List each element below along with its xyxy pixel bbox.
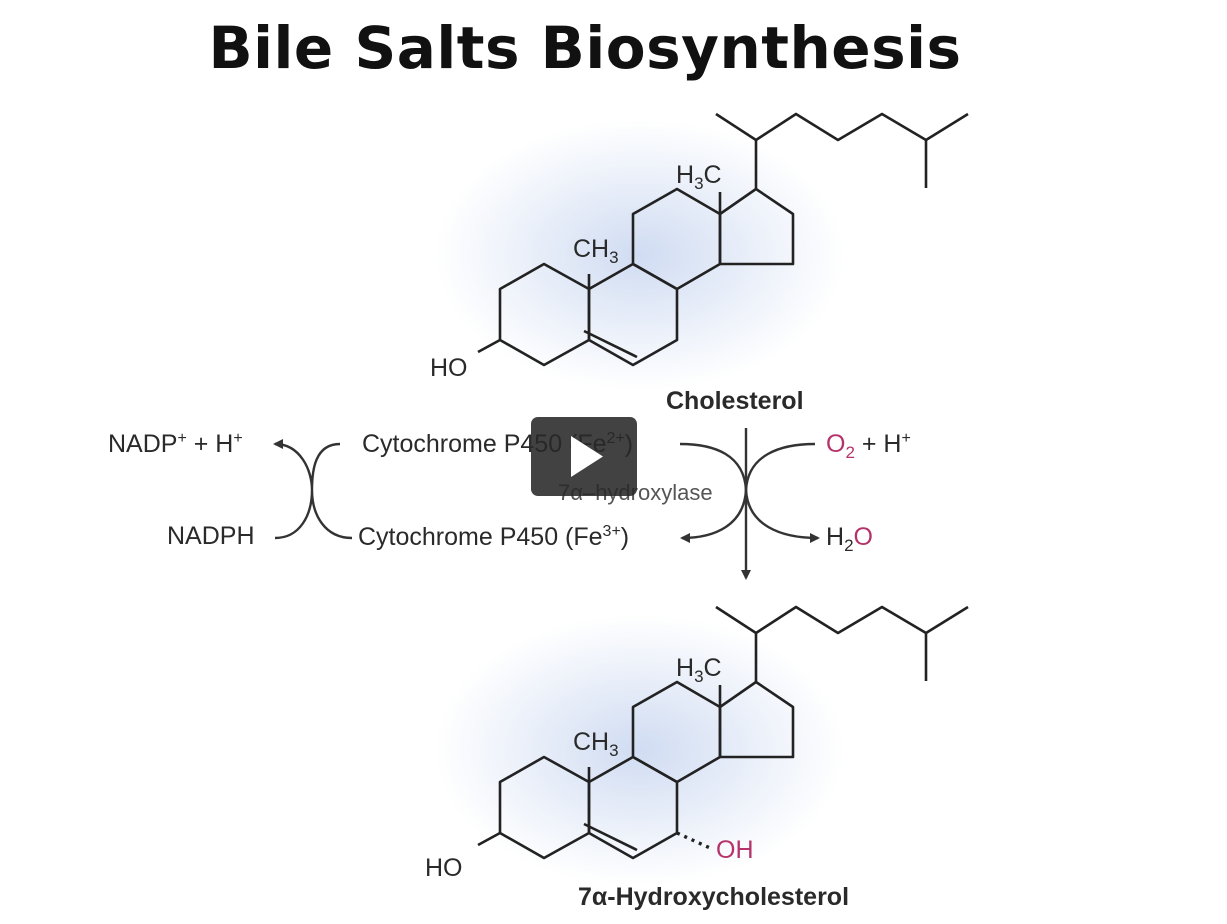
methyl-top-c: C xyxy=(703,161,722,189)
hydroxy-ho-label: HO xyxy=(425,854,463,882)
o2-h-sup: + xyxy=(901,430,911,447)
o2-plus-h: + H xyxy=(854,430,902,458)
methyl-mid-sub: 3 xyxy=(609,248,619,267)
cyt-fe3-sup: 3+ xyxy=(602,523,621,540)
cyt-fe3-main: Cytochrome P450 (Fe xyxy=(358,523,603,551)
hydroxy-methyl-mid-ch: CH xyxy=(573,728,610,756)
h2o-sub: 2 xyxy=(844,536,854,555)
hydroxy-methyl-top-h: H xyxy=(676,654,695,682)
o2-label: O2 + H+ xyxy=(826,430,911,462)
cyt-fe3-arrow xyxy=(680,489,748,543)
hydroxy-methyl-mid-sub: 3 xyxy=(609,741,619,760)
cyt-fe3-label: Cytochrome P450 (Fe3+) xyxy=(358,523,630,551)
cholesterol-methyl-top-label: H3C xyxy=(676,161,722,193)
nadp-main: NADP xyxy=(108,430,178,458)
cholesterol-ho-label: HO xyxy=(430,354,468,382)
play-icon xyxy=(571,436,603,477)
nadp-sup: + xyxy=(177,430,187,447)
h2o-h: H xyxy=(826,523,845,551)
methyl-mid-ch: CH xyxy=(573,235,610,263)
hydroxy-methyl-mid-label: CH3 xyxy=(573,728,619,760)
hydroxy-methyl-top-sub: 3 xyxy=(694,667,704,686)
cholesterol-methyl-mid-label: CH3 xyxy=(573,235,619,267)
methyl-top-sub: 3 xyxy=(694,174,704,193)
cyt-fe3-close: ) xyxy=(620,523,630,551)
h2o-o: O xyxy=(853,523,873,551)
reaction-arrows xyxy=(273,428,820,580)
cholesterol-glow xyxy=(435,120,845,390)
nadp-label: NADP+ + H+ xyxy=(108,430,243,458)
cholesterol-name: Cholesterol xyxy=(666,387,804,415)
o2-curve xyxy=(744,442,816,491)
h2o-arrow xyxy=(744,489,820,543)
o2-sub: 2 xyxy=(845,443,855,462)
nadph-label: NADPH xyxy=(167,522,255,550)
cyt-fe2-curve xyxy=(679,442,748,491)
nadph-curve xyxy=(274,489,353,540)
nadp-plus-h: + H xyxy=(186,430,234,458)
hydroxy-oh-label: OH xyxy=(716,836,754,864)
page-title: Bile Salts Biosynthesis xyxy=(208,14,962,82)
hydroxycholesterol-glow xyxy=(435,615,845,885)
nadp-arrow xyxy=(273,439,341,491)
nadp-h-sup: + xyxy=(233,430,243,447)
h2o-label: H2O xyxy=(826,523,873,555)
hydroxycholesterol-name: 7α-Hydroxycholesterol xyxy=(578,883,850,911)
o2-main: O xyxy=(826,430,846,458)
cholesterol-structure xyxy=(477,112,969,367)
methyl-top-h: H xyxy=(676,161,695,189)
hydroxycholesterol-structure xyxy=(477,605,969,860)
hydroxy-methyl-top-label: H3C xyxy=(676,654,722,686)
video-play-button[interactable] xyxy=(531,417,637,496)
hydroxy-methyl-top-c: C xyxy=(703,654,722,682)
